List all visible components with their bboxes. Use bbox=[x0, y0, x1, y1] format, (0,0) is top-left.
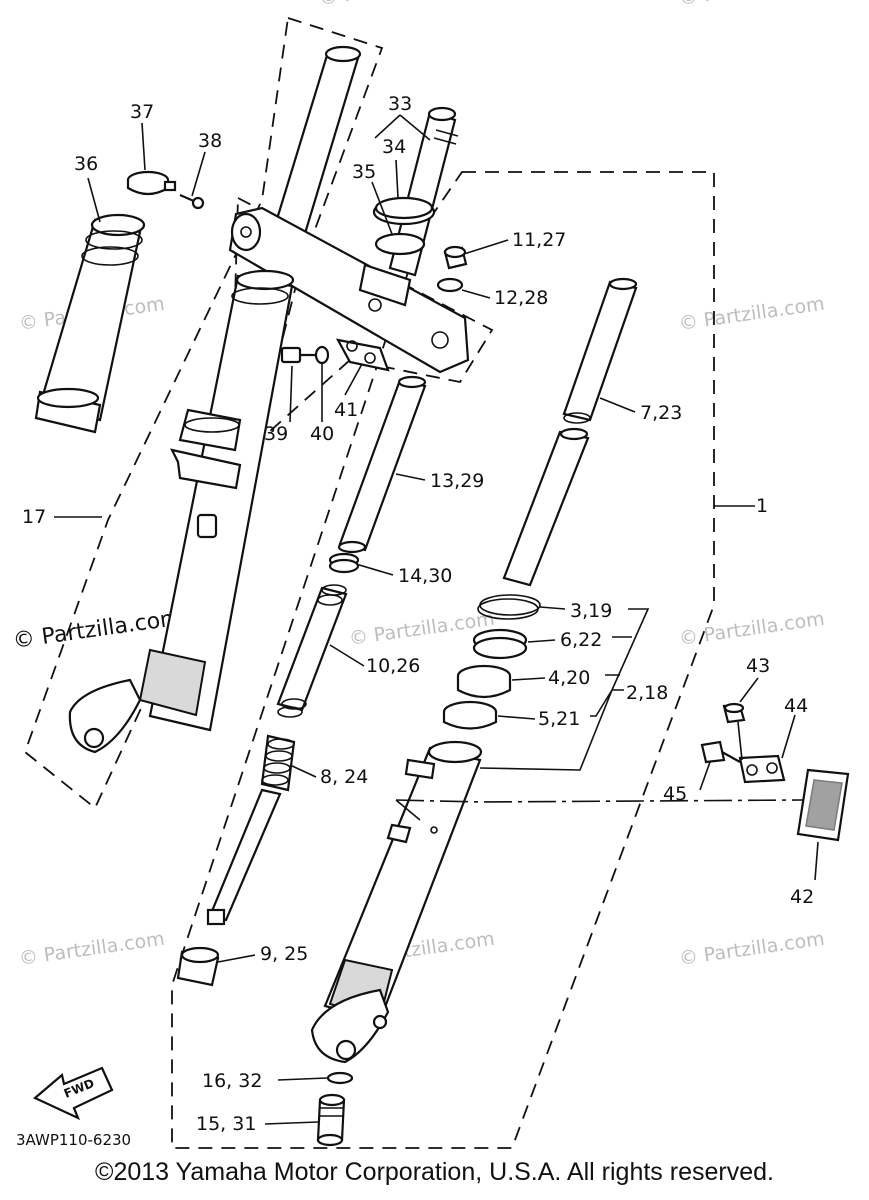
callout-1: 1 bbox=[756, 495, 768, 517]
callout-3-19: 3,19 bbox=[570, 600, 612, 622]
callout-40: 40 bbox=[310, 423, 334, 445]
callout-7-23: 7,23 bbox=[640, 402, 682, 424]
callout-15-31: 15, 31 bbox=[196, 1113, 256, 1135]
callout-37: 37 bbox=[130, 101, 154, 123]
part-42-reflector bbox=[796, 768, 850, 842]
callout-8-24: 8, 24 bbox=[320, 766, 368, 788]
callout-labels: 1 2,18 3,19 4,20 5,21 6,22 7,23 8, 24 9,… bbox=[22, 93, 814, 1135]
watermark: © Partzilla.com bbox=[18, 928, 166, 970]
diagram-code: 3AWP110-6230 bbox=[16, 1131, 131, 1149]
callout-39: 39 bbox=[264, 423, 288, 445]
under-bracket bbox=[228, 206, 470, 374]
callout-4-20: 4,20 bbox=[548, 667, 590, 689]
part-36-fork-boot bbox=[34, 213, 146, 434]
callout-44: 44 bbox=[784, 695, 808, 717]
callout-38: 38 bbox=[198, 130, 222, 152]
callout-11-27: 11,27 bbox=[512, 229, 566, 251]
part-5-washer bbox=[442, 700, 498, 730]
callout-10-26: 10,26 bbox=[366, 655, 420, 677]
copyright-notice: ©2013 Yamaha Motor Corporation, U.S.A. A… bbox=[95, 1158, 774, 1186]
watermark: © Partzilla.com bbox=[678, 0, 826, 10]
part-41-bracket bbox=[335, 338, 390, 372]
callout-45: 45 bbox=[663, 783, 687, 805]
left-outer-tube bbox=[68, 269, 295, 754]
part-43-nut bbox=[722, 702, 746, 724]
part-13-spacer bbox=[337, 375, 427, 554]
callout-42: 42 bbox=[790, 886, 814, 908]
callout-36: 36 bbox=[74, 153, 98, 175]
callout-9-25: 9, 25 bbox=[260, 943, 308, 965]
callout-41: 41 bbox=[334, 399, 358, 421]
callout-6-22: 6,22 bbox=[560, 629, 602, 651]
part-11-cap-bolt bbox=[443, 245, 468, 270]
fwd-arrow: FWD bbox=[32, 1066, 114, 1121]
watermark-prominent: © Partzilla.com bbox=[11, 606, 183, 654]
watermark: © Partzilla.com bbox=[318, 0, 466, 10]
part-9-oil-lock-piece bbox=[176, 946, 220, 987]
callout-43: 43 bbox=[746, 655, 770, 677]
callout-13-29: 13,29 bbox=[430, 470, 484, 492]
assembly-1-outline bbox=[171, 171, 715, 1149]
watermark: © Partzilla.com bbox=[678, 293, 826, 335]
part-10-spring bbox=[276, 584, 348, 718]
part-3-clip bbox=[477, 594, 541, 620]
part-2-outer-tube bbox=[310, 740, 483, 1064]
callout-34: 34 bbox=[382, 136, 406, 158]
part-37-band bbox=[126, 170, 177, 196]
callout-12-28: 12,28 bbox=[494, 287, 548, 309]
callout-2-18: 2,18 bbox=[626, 682, 668, 704]
part-7-inner-tube bbox=[502, 277, 638, 587]
leader-lines bbox=[54, 114, 819, 1125]
callout-35: 35 bbox=[352, 161, 376, 183]
callout-17: 17 bbox=[22, 506, 46, 528]
part-45-bolt bbox=[700, 740, 741, 764]
callout-33: 33 bbox=[388, 93, 412, 115]
callout-5-21: 5,21 bbox=[538, 708, 580, 730]
callout-14-30: 14,30 bbox=[398, 565, 452, 587]
part-14-seat bbox=[328, 552, 360, 574]
part-6-dust-seal bbox=[472, 628, 528, 660]
part-12-o-ring bbox=[436, 277, 464, 293]
part-40-washer bbox=[314, 345, 330, 365]
part-44-bracket bbox=[738, 754, 786, 784]
part-39-bolt bbox=[280, 346, 318, 364]
watermark: © Partzilla.com bbox=[678, 928, 826, 970]
callout-16-32: 16, 32 bbox=[202, 1070, 262, 1092]
part-8-damper-rod bbox=[206, 734, 296, 926]
part-38-screw bbox=[179, 193, 205, 210]
watermark: © Partzilla.com bbox=[348, 608, 496, 650]
part-35-bearing-race bbox=[372, 196, 436, 256]
part-4-oil-seal bbox=[456, 664, 512, 699]
part-15-bolt bbox=[316, 1093, 346, 1147]
part-16-washer bbox=[326, 1071, 354, 1085]
